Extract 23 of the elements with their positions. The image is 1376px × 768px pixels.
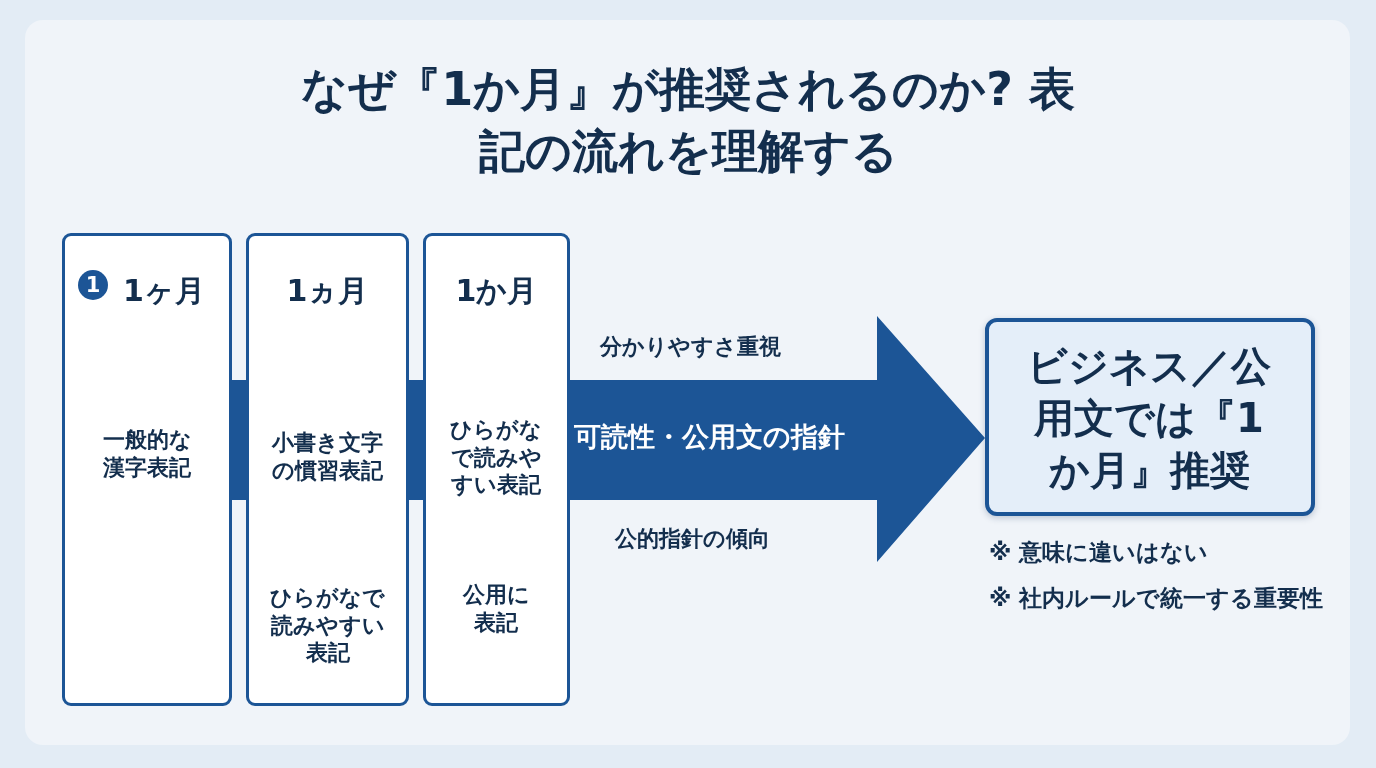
connector-band [232,380,246,500]
title: なぜ『1か月』が推奨されるのか? 表記の流れを理解する [300,61,1076,181]
heading: 1ヵ月 [285,272,370,310]
heading: ビジネス／公用文では『1か月』推奨 [1026,342,1272,495]
column-box [246,233,409,706]
heading: 1ヶ月 [123,272,206,310]
number-badge: 1 [78,270,108,300]
heading: 1か月 [454,272,539,310]
description: ひらがなで読みやすい表記 [449,416,543,499]
note: ※ 意味に違いはない [989,538,1210,567]
edge-label: 可読性・公用文の指針 [574,420,846,454]
connector-band [409,380,423,500]
column-box [423,233,570,706]
result-box [985,318,1315,516]
arrow [570,316,985,562]
note: ※ 社内ルールで統一する重要性 [989,584,1325,613]
description: 公用に表記 [461,581,531,636]
description: 小書き文字の慣習表記 [270,429,384,484]
note: 分かりやすさ重視 [600,333,781,361]
description: ひらがなで読みやすい表記 [269,584,386,667]
column-box [62,233,232,706]
description: 一般的な漢字表記 [101,426,193,481]
note: 公的指針の傾向 [615,525,770,553]
